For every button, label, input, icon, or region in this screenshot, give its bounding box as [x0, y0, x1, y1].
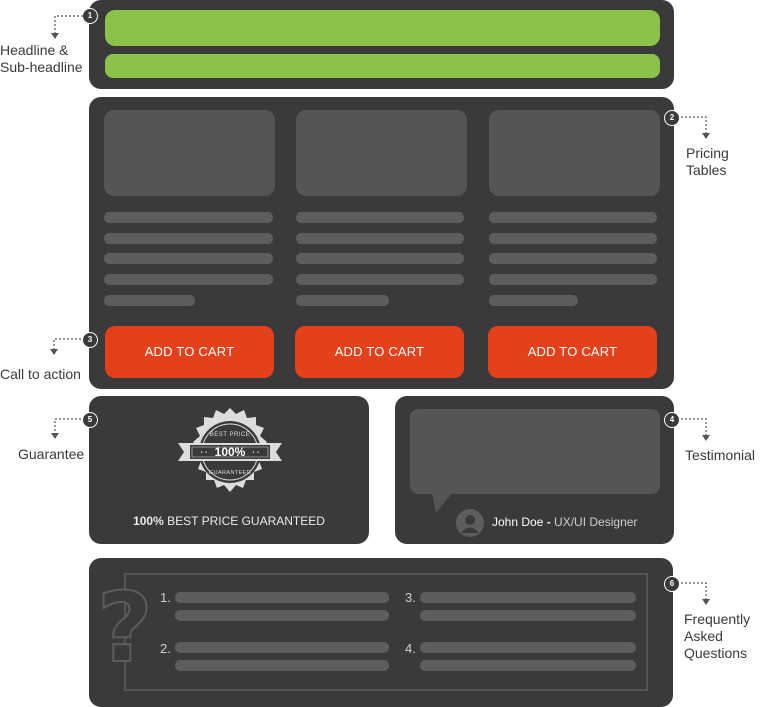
headline-label-line-1: Headline & — [0, 42, 69, 58]
faq-4-line — [420, 642, 636, 653]
faq-1-line — [175, 610, 389, 621]
pricing-image-2 — [296, 110, 467, 196]
add-to-cart-button-1[interactable]: ADD TO CART — [105, 326, 274, 378]
pricing-1-line — [104, 212, 273, 223]
sub-headline-bar — [105, 54, 660, 78]
badge-headline: 1 — [82, 8, 98, 24]
pricing-2-line — [296, 233, 464, 244]
pricing-image-3 — [489, 110, 660, 196]
faq-frame — [124, 573, 648, 691]
faq-1-line — [175, 592, 389, 603]
guarantee-panel: BEST PRICE 100% GUARANTEED • • • • 100% … — [89, 396, 369, 544]
seal-top-text: BEST PRICE — [210, 432, 251, 438]
seal-center-text: 100% — [215, 445, 246, 459]
pricing-panel: ADD TO CART ADD TO CART ADD TO CART — [89, 97, 674, 389]
pricing-label: Pricing Tables — [686, 145, 729, 179]
pricing-2-line — [296, 212, 464, 223]
faq-panel: ? 1. 2. 3. 4. — [89, 558, 673, 707]
badge-cta: 3 — [82, 332, 98, 348]
faq-2-line — [175, 642, 389, 653]
seal-bottom-text: GUARANTEED — [209, 470, 251, 476]
faq-number-3: 3. — [405, 590, 416, 605]
badge-faq: 6 — [664, 576, 680, 592]
cta-connector — [50, 338, 81, 355]
speech-bubble — [410, 409, 660, 513]
faq-2-line — [175, 660, 389, 671]
pricing-3-line — [489, 253, 657, 264]
testimonial-panel: John Doe - UX/UI Designer — [395, 396, 674, 544]
guarantee-caption-bold: 100% — [133, 514, 164, 528]
headline-panel — [89, 0, 674, 89]
pricing-connector — [681, 116, 710, 139]
guarantee-caption: 100% BEST PRICE GUARANTEED — [89, 514, 369, 528]
faq-label-line-1: Frequently — [684, 611, 751, 627]
author-role: UX/UI Designer — [554, 515, 638, 529]
testimonial-author: John Doe - UX/UI Designer — [492, 515, 637, 529]
badge-guarantee: 5 — [82, 412, 98, 428]
pricing-2-line-short — [296, 295, 389, 306]
testimonial-connector — [681, 418, 710, 441]
faq-3-line — [420, 610, 636, 621]
pricing-2-line — [296, 253, 464, 264]
pricing-label-line-2: Tables — [686, 162, 727, 178]
pricing-1-line — [104, 253, 273, 264]
pricing-label-line-1: Pricing — [686, 145, 729, 161]
pricing-3-line — [489, 274, 657, 285]
faq-label: Frequently Asked Questions — [684, 611, 750, 662]
faq-3-line — [420, 592, 636, 603]
faq-label-line-2: Asked — [684, 628, 723, 644]
faq-connector — [681, 582, 710, 605]
badge-pricing: 2 — [664, 110, 680, 126]
faq-number-2: 2. — [160, 641, 171, 656]
add-to-cart-button-3[interactable]: ADD TO CART — [488, 326, 657, 378]
question-mark-icon: ? — [96, 572, 154, 684]
badge-testimonial: 4 — [664, 412, 680, 428]
svg-text:• •: • • — [252, 450, 260, 456]
faq-number-4: 4. — [405, 641, 416, 656]
pricing-3-line — [489, 233, 657, 244]
pricing-1-line — [104, 233, 273, 244]
cta-label: Call to action — [0, 366, 81, 382]
pricing-1-line-short — [104, 295, 195, 306]
headline-label: Headline & Sub-headline — [0, 42, 83, 76]
add-to-cart-button-2[interactable]: ADD TO CART — [295, 326, 464, 378]
pricing-image-1 — [104, 110, 275, 196]
headline-connector — [51, 15, 83, 39]
faq-4-line — [420, 660, 636, 671]
pricing-1-line — [104, 274, 273, 285]
svg-text:• •: • • — [200, 450, 208, 456]
avatar-icon — [456, 509, 484, 537]
headline-bar — [105, 10, 660, 46]
author-name: John Doe — [492, 515, 544, 529]
guarantee-connector — [51, 418, 81, 439]
guarantee-label: Guarantee — [18, 446, 85, 462]
pricing-3-line-short — [489, 295, 578, 306]
pricing-3-line — [489, 212, 657, 223]
pricing-2-line — [296, 274, 464, 285]
faq-number-1: 1. — [160, 590, 171, 605]
testimonial-label: Testimonial — [685, 447, 756, 463]
headline-label-line-2: Sub-headline — [0, 59, 83, 75]
guarantee-caption-rest: BEST PRICE GUARANTEED — [167, 514, 325, 528]
guarantee-seal-icon: BEST PRICE 100% GUARANTEED • • • • — [178, 408, 282, 492]
author-separator: - — [543, 515, 555, 529]
faq-label-line-3: Questions — [684, 645, 748, 661]
